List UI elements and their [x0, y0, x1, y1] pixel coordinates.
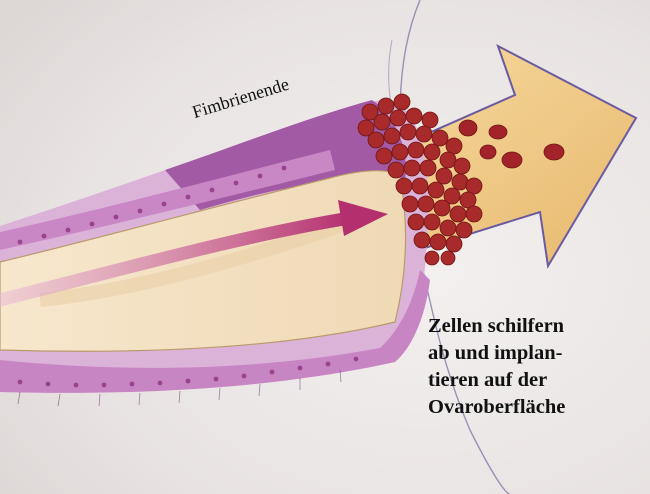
caption-line-4: Ovaroberfläche [428, 394, 643, 421]
caption-line-3: tieren auf der [428, 367, 643, 394]
caption-line-2: ab und implan- [428, 340, 643, 367]
caption-line-1: Zellen schilfern [428, 313, 643, 340]
caption: Zellen schilfern ab und implan- tieren a… [428, 313, 643, 421]
